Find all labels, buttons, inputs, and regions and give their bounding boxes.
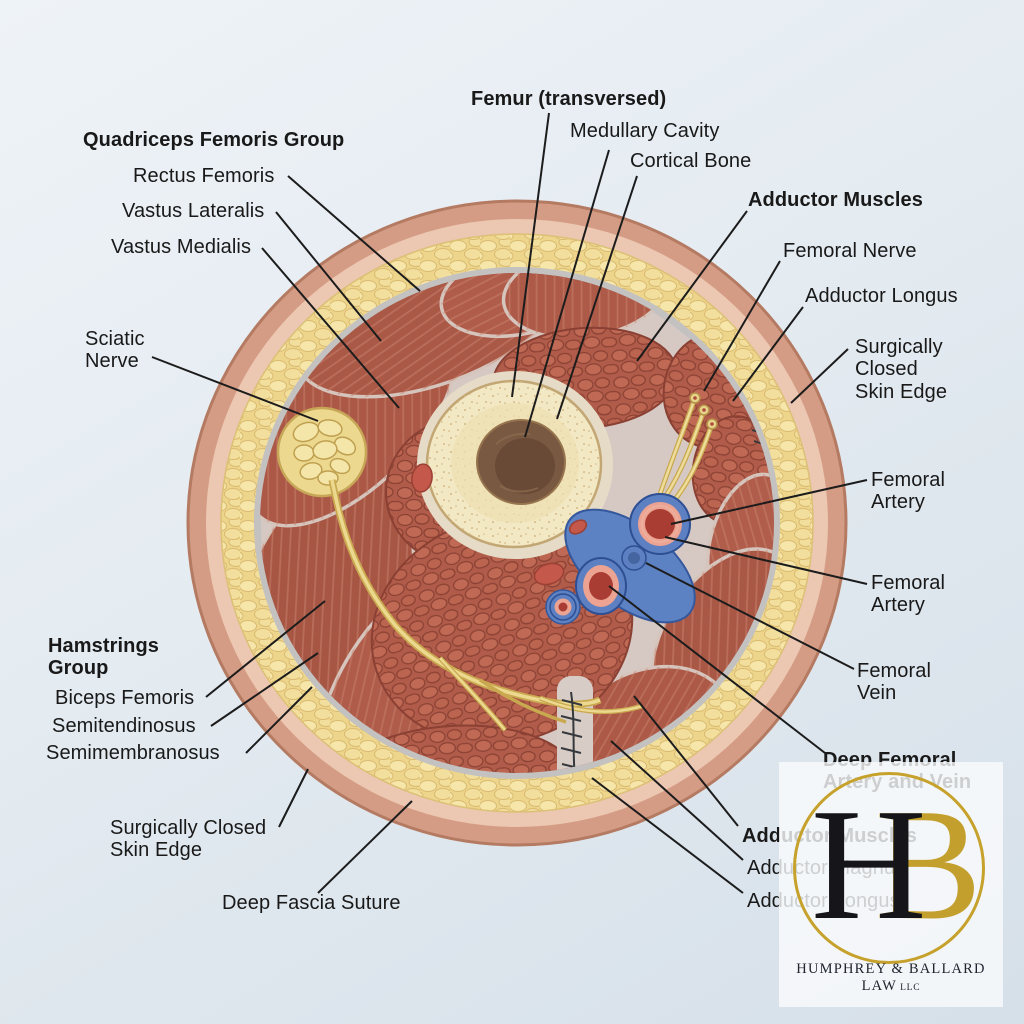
leader-femoral-artery-1 [670,479,868,525]
leader-lines [151,112,868,894]
leader-femur [511,112,550,398]
leader-femoral-vein [645,562,855,670]
label-hamstrings-group: Hamstrings Group [48,635,160,680]
label-adductor-longus-top: Adductor Longus [805,285,958,307]
label-femur-title: Femur (transversed) [471,88,667,110]
label-biceps-femoris: Biceps Femoris [55,687,195,709]
label-femoral-artery-2: Femoral Artery [871,572,946,617]
firm-name-text: HUMPHREY & BALLARD LAW [796,961,986,994]
leader-deep-femoral [608,585,826,754]
label-femoral-vein: Femoral Vein [857,660,932,705]
watermark-monogram-h: H [811,775,927,953]
leader-adductor-longus-bottom [591,777,744,894]
femoral-vessel-group [545,493,696,625]
label-rectus-femoris: Rectus Femoris [133,165,275,187]
firm-suffix-text: LLC [900,983,921,993]
leader-adductor-longus-top [732,306,804,402]
leader-adductor-magnus [610,740,744,861]
watermark-gold-circle [793,772,985,964]
sciatic-nerve-bundle [276,406,368,498]
femoral-nerve-branches [646,392,718,532]
label-skin-edge-bottom: Surgically Closed Skin Edge [110,817,267,862]
leader-skin-edge-bottom [278,768,309,828]
leader-vastus-lateralis [275,211,382,342]
medullary-core [495,438,555,494]
small-vein-vessel [621,545,647,571]
label-semimembranosus: Semimembranosus [46,742,220,764]
label-medullary-cavity: Medullary Cavity [570,120,720,142]
label-deep-fascia-suture: Deep Fascia Suture [222,892,401,914]
leader-biceps-femoris [205,600,326,698]
leader-rectus-femoris [287,175,421,292]
label-femoral-nerve: Femoral Nerve [783,240,917,262]
label-femoral-artery-1: Femoral Artery [871,469,946,514]
label-sciatic-nerve: Sciatic Nerve [85,328,145,373]
label-cortical-bone: Cortical Bone [630,150,752,172]
leader-semitendinosus [210,652,319,727]
leader-femoral-artery-2 [664,536,868,585]
femur-bone [417,371,613,559]
label-vastus-lateralis: Vastus Lateralis [122,200,265,222]
leader-skin-edge-right [790,348,849,404]
deep-femoral-artery-vessel [575,557,627,615]
label-quadriceps-group: Quadriceps Femoris Group [83,129,345,151]
leader-semimembranosus [245,686,313,754]
leader-femoral-nerve [703,260,781,392]
label-semitendinosus: Semitendinosus [52,715,196,737]
label-skin-edge-right: Surgically Closed Skin Edge [855,336,948,403]
leader-adductor-muscles-bottom [633,695,739,827]
label-adductor-muscles-top: Adductor Muscles [748,189,923,211]
leader-adductor-muscles-top [636,210,748,362]
watermark-monogram-b: B [875,775,982,953]
leader-medullary-cavity [524,149,610,438]
deep-femoral-vein-vessel [549,593,577,621]
leader-sciatic-nerve [151,356,319,422]
leader-deep-fascia-suture [317,800,413,894]
small-muscle-slips [411,463,588,586]
deep-fascia-suture-line [560,691,583,773]
nerve-branches [328,479,643,732]
leader-vastus-medialis [261,247,400,409]
leader-cortical-bone [556,175,638,420]
femoral-artery-vessel [629,493,691,555]
label-vastus-medialis: Vastus Medialis [111,236,252,258]
